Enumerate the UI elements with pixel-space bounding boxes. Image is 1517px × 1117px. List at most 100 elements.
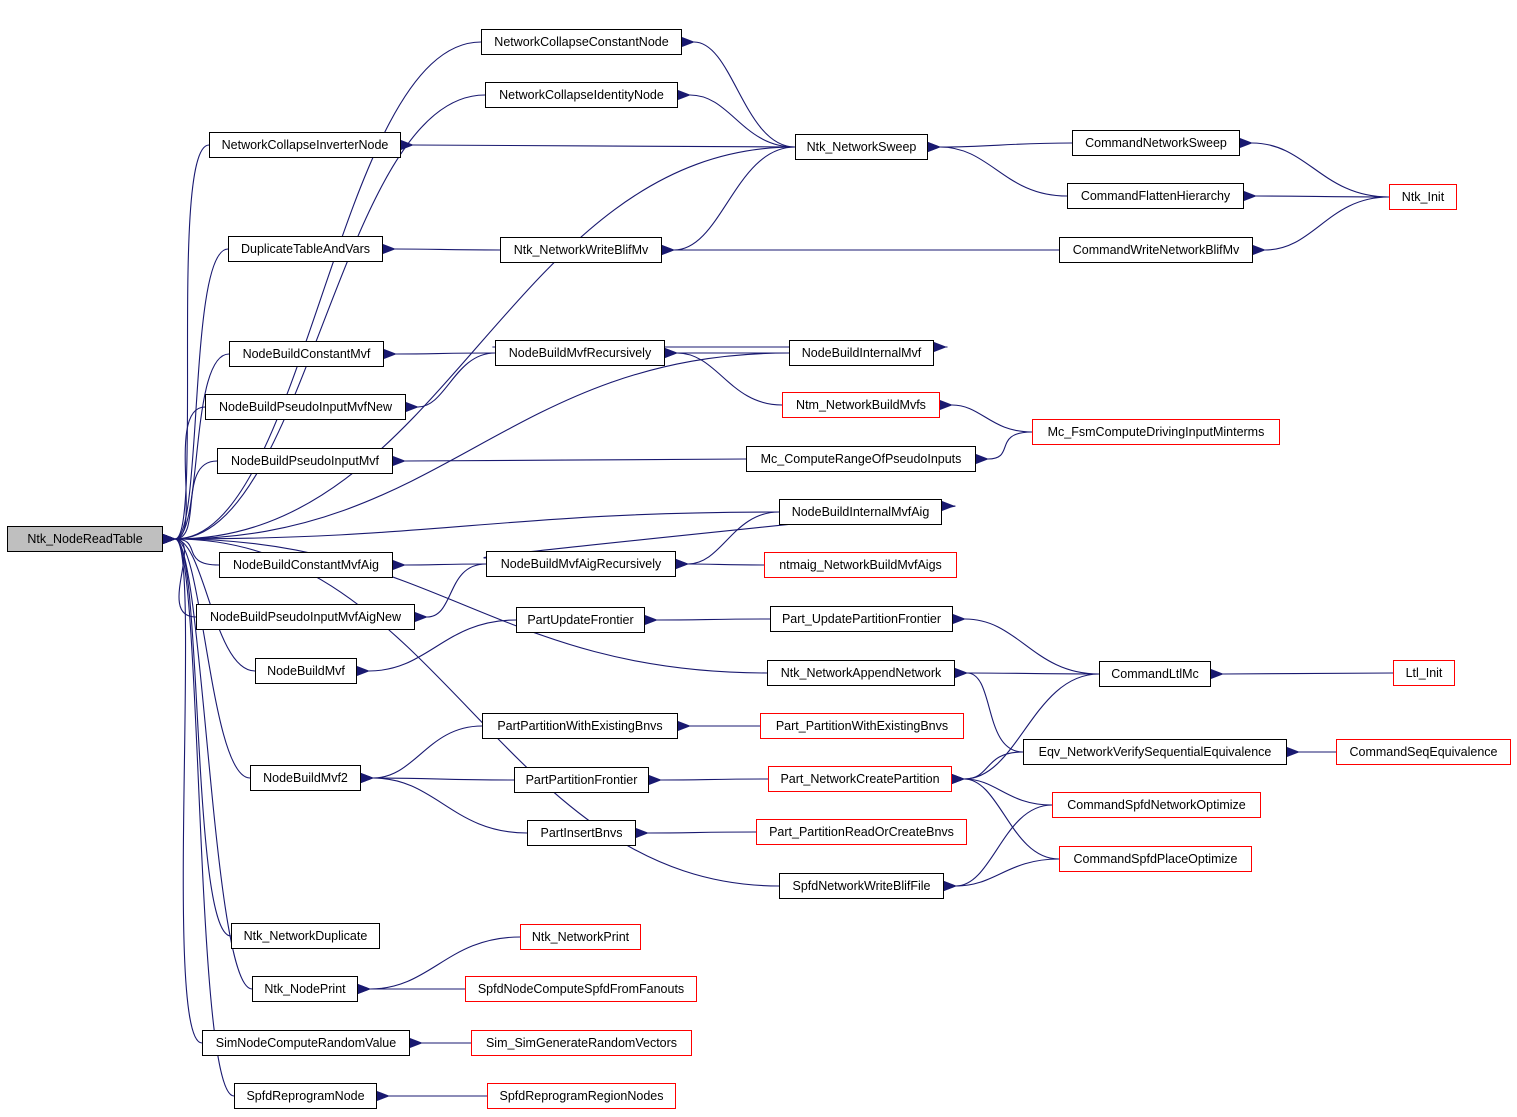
edge-nbima-to-nbmar (675, 511, 780, 570)
edge-ntkns-to-root (162, 146, 796, 545)
node-part-insert-bnvs[interactable]: PartInsertBnvs (527, 820, 636, 846)
edge-ntkinit-to-cns (1239, 137, 1390, 198)
edge-puf-to-nbm (356, 619, 517, 677)
edge-pupf-to-puf (644, 615, 771, 626)
node-ntk-network-append-network[interactable]: Ntk_NetworkAppendNetwork (767, 660, 955, 686)
edge-nbmr-to-nbcm (383, 349, 496, 360)
node-part-update-partition-frontier[interactable]: Part_UpdatePartitionFrontier (770, 606, 953, 632)
node-mc-compute-range-of-pseudo-inputs[interactable]: Mc_ComputeRangeOfPseudoInputs (746, 446, 976, 472)
node-part-network-create-partition[interactable]: Part_NetworkCreatePartition (768, 766, 952, 792)
node-part-partition-frontier[interactable]: PartPartitionFrontier (514, 767, 649, 793)
edge-cfh-to-ntkns (927, 141, 1068, 197)
edge-nbmar-to-nbcma (392, 560, 487, 571)
edge-pproc-to-pib (635, 828, 757, 839)
node-node-build-mvf-aig-recursively[interactable]: NodeBuildMvfAigRecursively (486, 551, 676, 577)
node-node-build-mvf[interactable]: NodeBuildMvf (255, 658, 357, 684)
node-ntk-network-print[interactable]: Ntk_NetworkPrint (520, 924, 641, 950)
node-command-spfd-place-optimize[interactable]: CommandSpfdPlaceOptimize (1059, 846, 1252, 872)
edge-sncrv-to-root (162, 533, 203, 1044)
edge-eqv-to-pncp (951, 751, 1024, 785)
node-part-partition-read-or-create-bnvs[interactable]: Part_PartitionReadOrCreateBnvs (756, 819, 967, 845)
edge-nbpimn-to-root (162, 406, 206, 545)
edge-mcfcdim-to-ntmnbm (939, 399, 1033, 433)
node-ntmaig-network-build-mvf-aigs[interactable]: ntmaig_NetworkBuildMvfAigs (764, 552, 957, 578)
edge-ncinv-to-root (162, 144, 210, 545)
edge-ltlinit-to-cltl (1210, 669, 1394, 680)
node-part-partition-with-existing-bnvs-ext[interactable]: Part_PartitionWithExistingBnvs (760, 713, 964, 739)
edge-ppweb-to-nbm2 (360, 725, 483, 784)
node-sim-sim-generate-random-vectors[interactable]: Sim_SimGenerateRandomVectors (471, 1030, 692, 1056)
edge-ntknan-to-root (162, 533, 768, 674)
edge-nbpim-to-root (162, 460, 218, 545)
node-ntk-network-write-blif-mv[interactable]: Ntk_NetworkWriteBlifMv (500, 237, 662, 263)
edge-ntkinit-to-cfh (1243, 190, 1390, 201)
edge-ntkns-to-ncinv (400, 139, 796, 150)
edge-ntknp2-to-ntknp (357, 936, 521, 995)
edge-nbim-to-root (162, 352, 790, 545)
edge-mcfcdim-to-mccrpi (975, 431, 1033, 465)
edge-cltl-to-pupf (952, 613, 1100, 675)
edge-csppo-to-snwbf (943, 858, 1060, 892)
node-network-collapse-inverter-node[interactable]: NetworkCollapseInverterNode (209, 132, 401, 158)
edge-nbcm-to-root (162, 353, 230, 545)
edge-cltl-to-ntknan (954, 667, 1100, 678)
edge-csppo-to-pncp (951, 773, 1060, 860)
node-duplicate-table-and-vars[interactable]: DuplicateTableAndVars (228, 236, 383, 262)
edge-ntknwbm-to-dtv (382, 243, 501, 254)
edge-ntmnbm-to-nbmr (664, 347, 783, 406)
node-ntk-node-print[interactable]: Ntk_NodePrint (252, 976, 358, 1002)
node-network-collapse-identity-node[interactable]: NetworkCollapseIdentityNode (485, 82, 678, 108)
node-ntk-node-read-table: Ntk_NodeReadTable (7, 526, 163, 552)
node-command-flatten-hierarchy[interactable]: CommandFlattenHierarchy (1067, 183, 1244, 209)
edge-dtv-to-root (162, 248, 229, 545)
node-sim-node-compute-random-value[interactable]: SimNodeComputeRandomValue (202, 1030, 410, 1056)
node-ntk-init[interactable]: Ntk_Init (1389, 184, 1457, 210)
node-command-network-sweep[interactable]: CommandNetworkSweep (1072, 130, 1240, 156)
edge-ntkns-to-nccn (681, 36, 796, 148)
edge-snwbf-to-root (162, 533, 780, 887)
node-eqv-network-verify-sequential-equivalence[interactable]: Eqv_NetworkVerifySequentialEquivalence (1023, 739, 1287, 765)
edge-pib-to-nbm2 (360, 772, 528, 834)
node-node-build-internal-mvf[interactable]: NodeBuildInternalMvf (789, 340, 934, 366)
edge-ntkns-to-ntknwbm (661, 146, 796, 256)
node-spfd-reprogram-region-nodes[interactable]: SpfdReprogramRegionNodes (487, 1083, 676, 1109)
node-command-spfd-network-optimize[interactable]: CommandSpfdNetworkOptimize (1052, 792, 1261, 818)
node-node-build-pseudo-input-mvf[interactable]: NodeBuildPseudoInputMvf (217, 448, 393, 474)
edge-mccrpi-to-nbpim (392, 456, 747, 467)
node-mc-fsm-compute-driving-input-minterms[interactable]: Mc_FsmComputeDrivingInputMinterms (1032, 419, 1280, 445)
edge-pncp-to-ppf (648, 775, 769, 786)
node-node-build-pseudo-input-mvf-new[interactable]: NodeBuildPseudoInputMvfNew (205, 394, 406, 420)
edge-cspno-to-pncp (951, 773, 1053, 806)
node-part-update-frontier[interactable]: PartUpdateFrontier (516, 607, 645, 633)
edge-ntkns-to-ncin (677, 89, 796, 148)
node-spfd-network-write-blif-file[interactable]: SpfdNetworkWriteBlifFile (779, 873, 944, 899)
edge-nbm2-to-root (162, 533, 251, 779)
node-network-collapse-constant-node[interactable]: NetworkCollapseConstantNode (481, 29, 682, 55)
node-node-build-internal-mvf-aig[interactable]: NodeBuildInternalMvfAig (779, 499, 942, 525)
edge-ncin-to-root (162, 94, 486, 545)
node-ltl-init[interactable]: Ltl_Init (1393, 660, 1455, 686)
node-node-build-constant-mvf-aig[interactable]: NodeBuildConstantMvfAig (219, 552, 393, 578)
edge-nbcma-to-root (162, 533, 220, 566)
edge-nbmr-to-nbpimn (405, 352, 496, 413)
edge-cns-to-ntkns (927, 142, 1073, 153)
edge-ntkinit-to-cwnbm (1252, 196, 1390, 256)
node-command-ltl-mc[interactable]: CommandLtlMc (1099, 661, 1211, 687)
node-node-build-mvf2[interactable]: NodeBuildMvf2 (250, 765, 361, 791)
edge-eqv-to-ntknan (954, 667, 1024, 753)
node-ntk-network-duplicate[interactable]: Ntk_NetworkDuplicate (231, 923, 380, 949)
node-spfd-node-compute-spfd-from-fanouts[interactable]: SpfdNodeComputeSpfdFromFanouts (465, 976, 697, 1002)
node-spfd-reprogram-node[interactable]: SpfdReprogramNode (234, 1083, 377, 1109)
edge-ppf-to-nbm2 (360, 772, 515, 783)
edge-ntmaig-to-nbmar (675, 558, 765, 569)
node-ntk-network-sweep[interactable]: Ntk_NetworkSweep (795, 134, 928, 160)
node-part-partition-with-existing-bnvs[interactable]: PartPartitionWithExistingBnvs (482, 713, 678, 739)
node-command-write-network-blif-mv[interactable]: CommandWriteNetworkBlifMv (1059, 237, 1253, 263)
node-node-build-mvf-recursively[interactable]: NodeBuildMvfRecursively (495, 340, 665, 366)
node-ntm-network-build-mvfs[interactable]: Ntm_NetworkBuildMvfs (782, 392, 940, 418)
edge-nbmar-to-nbpimaN (414, 563, 487, 623)
edge-cspno-to-snwbf (943, 804, 1053, 892)
node-command-seq-equivalence[interactable]: CommandSeqEquivalence (1336, 739, 1511, 765)
node-node-build-pseudo-input-mvf-aig-new[interactable]: NodeBuildPseudoInputMvfAigNew (196, 604, 415, 630)
node-node-build-constant-mvf[interactable]: NodeBuildConstantMvf (229, 341, 384, 367)
